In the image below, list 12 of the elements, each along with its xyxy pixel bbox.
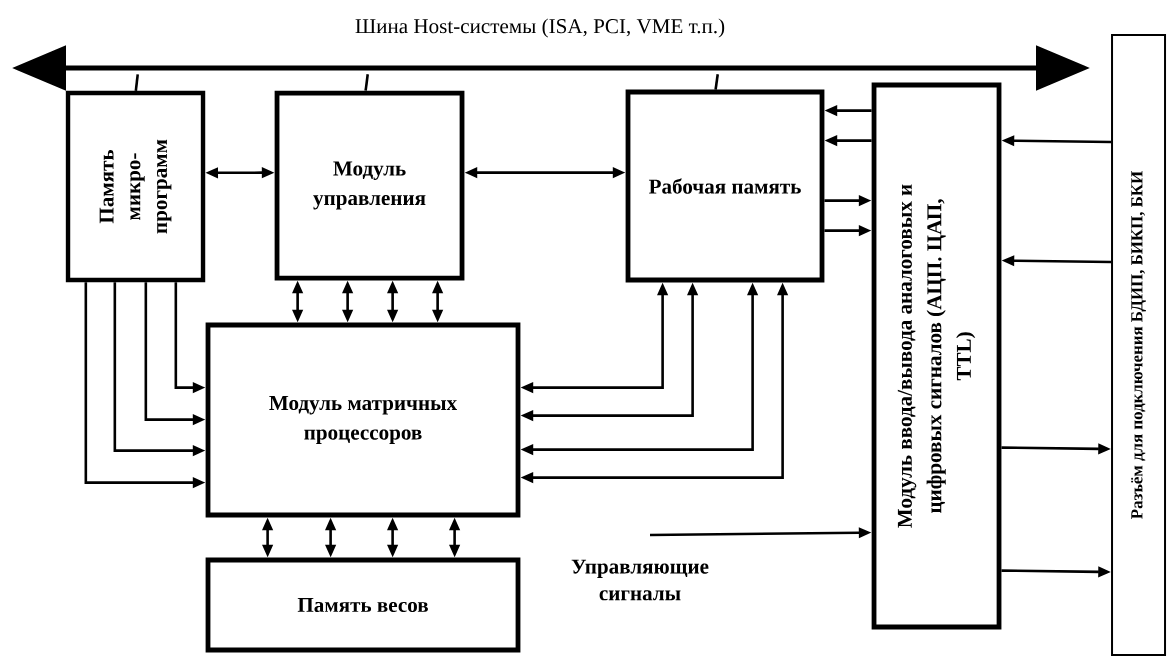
connector-line <box>714 74 719 90</box>
module-box: Модуль матричных процессоров <box>205 322 521 518</box>
connector-line <box>364 74 369 91</box>
memory-box: Память микро- программ <box>65 90 206 283</box>
module-box: Модуль управления <box>274 90 465 281</box>
memory-box: Память весов <box>205 557 521 653</box>
edge-label: Управляющие сигналы <box>571 559 709 601</box>
module-box: Модуль ввода/вывода аналоговых и цифровых сигналов (АЦП. ЦАП, TTL) <box>871 82 1002 630</box>
connector-line <box>134 74 140 91</box>
connector-box: Разъём для подключения БДИП, БИКП, БКИ <box>1111 34 1167 656</box>
memory-box: Рабочая память <box>625 89 825 283</box>
bus-title: Шина Host-системы (ISA, PCI, VME т.п.) <box>355 18 725 38</box>
